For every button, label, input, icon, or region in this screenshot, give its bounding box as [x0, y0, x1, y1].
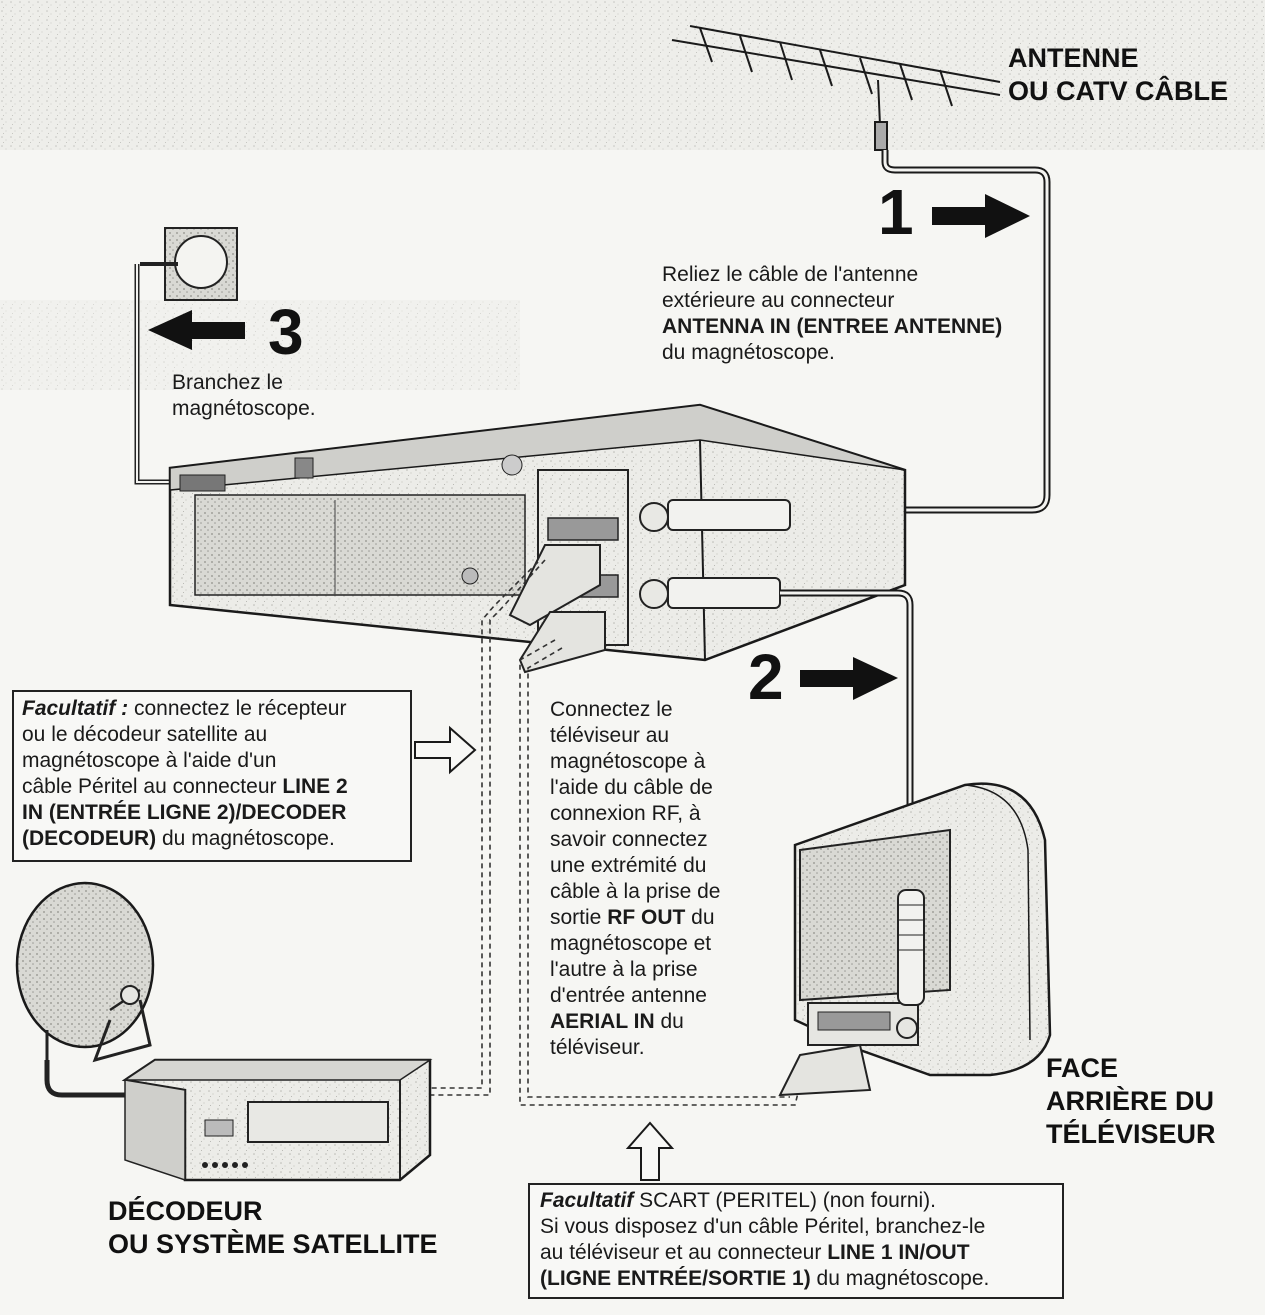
text-line: AERIAL IN du — [550, 1009, 780, 1035]
tv-rear-title-line: FACE — [1046, 1053, 1119, 1083]
text-line: téléviseur. — [550, 1035, 780, 1061]
text-segment: Connectez le — [550, 698, 673, 721]
text-segment: téléviseur. — [550, 1036, 645, 1059]
step1-text: Reliez le câble de l'antenne extérieure … — [662, 262, 1042, 366]
step1-line: Reliez le câble de l'antenne — [662, 263, 919, 286]
text-line: câble à la prise de — [550, 879, 780, 905]
text-segment: d'entrée antenne — [550, 984, 707, 1007]
text-segment: du magnétoscope. — [156, 827, 335, 850]
antenna-title-line: ANTENNE — [1008, 43, 1139, 73]
satellite-dish-icon — [15, 881, 155, 1063]
text-segment: Si vous disposez d'un câble Péritel, bra… — [540, 1215, 986, 1238]
decoder-title: DÉCODEUR OU SYSTÈME SATELLITE — [108, 1195, 438, 1261]
text-segment: (LIGNE ENTRÉE/SORTIE 1) — [540, 1267, 811, 1290]
text-segment: AERIAL IN — [550, 1010, 655, 1033]
decoder-title-line: DÉCODEUR — [108, 1196, 263, 1226]
text-line: IN (ENTRÉE LIGNE 2)/DECODER — [22, 800, 402, 826]
decoder-title-line: OU SYSTÈME SATELLITE — [108, 1229, 438, 1259]
text-segment: connectez le récepteur — [128, 697, 347, 720]
text-segment: câble Péritel au connecteur — [22, 775, 283, 798]
text-segment: magnétoscope à l'aide d'un — [22, 749, 277, 772]
text-line: (DECODEUR) du magnétoscope. — [22, 826, 402, 852]
text-line: magnétoscope à l'aide d'un — [22, 748, 402, 774]
text-line: Si vous disposez d'un câble Péritel, bra… — [540, 1214, 1052, 1240]
text-line: Facultatif SCART (PERITEL) (non fourni). — [540, 1188, 1052, 1214]
step2-number: 2 — [748, 641, 784, 713]
scart-note: Facultatif SCART (PERITEL) (non fourni).… — [528, 1183, 1064, 1299]
text-line: téléviseur au — [550, 723, 780, 749]
text-segment: du — [654, 1010, 684, 1033]
step3-number: 3 — [268, 296, 304, 368]
step3-line: magnétoscope. — [172, 397, 316, 420]
wall-outlet-icon — [140, 227, 238, 301]
tv-rear-title-line: ARRIÈRE DU — [1046, 1086, 1215, 1116]
text-segment: Facultatif : — [22, 697, 129, 720]
dashed-cable-tv — [519, 639, 801, 1106]
text-segment: LINE 1 IN/OUT — [827, 1241, 970, 1264]
text-line: d'entrée antenne — [550, 983, 780, 1009]
step1-line: ANTENNA IN (ENTREE ANTENNE) — [662, 315, 1003, 338]
arrow-right-icon — [800, 657, 898, 700]
text-segment: connexion RF, à — [550, 802, 701, 825]
step3-text: Branchez le magnétoscope. — [172, 370, 392, 422]
text-line: sortie RF OUT du — [550, 905, 780, 931]
text-line: savoir connectez — [550, 827, 780, 853]
text-segment: magnétoscope à — [550, 750, 706, 773]
text-segment: magnétoscope et — [550, 932, 712, 955]
decoder-box-icon — [121, 1058, 433, 1182]
text-line: l'autre à la prise — [550, 957, 780, 983]
arrow-right-icon — [932, 194, 1030, 238]
step2-text: Connectez le téléviseur au magnétoscope à l… — [550, 697, 780, 1061]
scart-plug-icon — [508, 544, 606, 674]
step1-line: extérieure au connecteur — [662, 289, 895, 312]
text-segment: téléviseur au — [550, 724, 670, 747]
tv-rear-title: FACE ARRIÈRE DU TÉLÉVISEUR — [1046, 1052, 1216, 1151]
text-line: câble Péritel au connecteur LINE 2 — [22, 774, 402, 800]
text-segment: savoir connectez — [550, 828, 708, 851]
text-line: (LIGNE ENTRÉE/SORTIE 1) du magnétoscope. — [540, 1266, 1052, 1292]
text-line: magnétoscope à — [550, 749, 780, 775]
text-segment: IN (ENTRÉE LIGNE 2)/DECODER — [22, 801, 347, 824]
antenna-title: ANTENNE OU CATV CÂBLE — [1008, 42, 1228, 108]
text-line: magnétoscope et — [550, 931, 780, 957]
text-segment: (DECODEUR) — [22, 827, 157, 850]
text-segment: LINE 2 — [282, 775, 348, 798]
text-segment: l'autre à la prise — [550, 958, 698, 981]
text-segment: SCART (PERITEL) (non fourni). — [633, 1189, 936, 1212]
text-line: Connectez le — [550, 697, 780, 723]
text-segment: sortie — [550, 906, 608, 929]
antenna-icon — [671, 25, 1001, 151]
text-segment: câble à la prise de — [550, 880, 721, 903]
text-segment: ou le décodeur satellite au — [22, 723, 268, 746]
text-line: une extrémité du — [550, 853, 780, 879]
text-line: l'aide du câble de — [550, 775, 780, 801]
text-segment: RF OUT — [607, 906, 686, 929]
dashed-cable-decoder — [428, 559, 546, 1096]
antenna-title-line: OU CATV CÂBLE — [1008, 76, 1228, 106]
step1-line: du magnétoscope. — [662, 341, 835, 364]
text-segment: Facultatif — [540, 1189, 634, 1212]
hollow-arrow-right-icon — [414, 725, 477, 775]
dish-cable — [44, 1060, 128, 1098]
tv-rear-title-line: TÉLÉVISEUR — [1046, 1119, 1216, 1149]
text-line: connexion RF, à — [550, 801, 780, 827]
step1-number: 1 — [878, 176, 914, 248]
text-segment: du — [685, 906, 715, 929]
text-segment: une extrémité du — [550, 854, 707, 877]
vcr-rear-panel — [168, 403, 907, 662]
text-segment: au téléviseur et au connecteur — [540, 1241, 828, 1264]
text-line: au téléviseur et au connecteur LINE 1 IN… — [540, 1240, 1052, 1266]
hollow-arrow-up-icon — [625, 1121, 675, 1181]
text-line: Facultatif : connectez le récepteur — [22, 696, 402, 722]
arrow-left-icon — [148, 310, 245, 350]
tv-rear-icon — [778, 782, 1052, 1097]
text-segment: l'aide du câble de — [550, 776, 713, 799]
step3-line: Branchez le — [172, 371, 283, 394]
text-line: ou le décodeur satellite au — [22, 722, 402, 748]
text-segment: du magnétoscope. — [810, 1267, 990, 1290]
